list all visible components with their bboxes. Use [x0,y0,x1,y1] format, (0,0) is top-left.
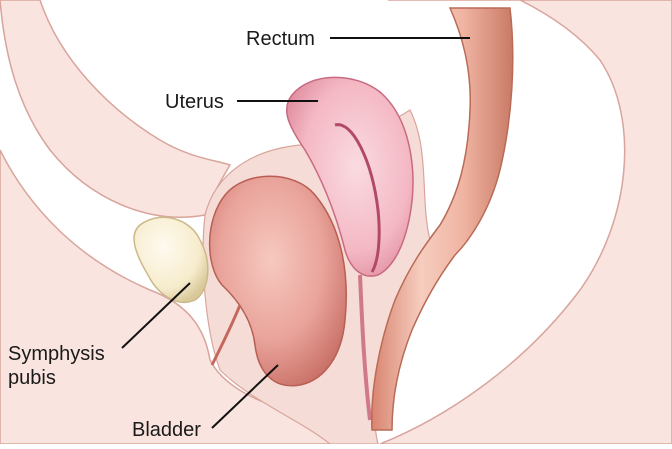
uterus-label: Uterus [165,90,224,114]
bladder-label: Bladder [132,418,201,442]
rectum-label: Rectum [246,27,315,51]
symphysis-label: Symphysis [8,342,105,366]
pubis-label: pubis [8,366,56,390]
